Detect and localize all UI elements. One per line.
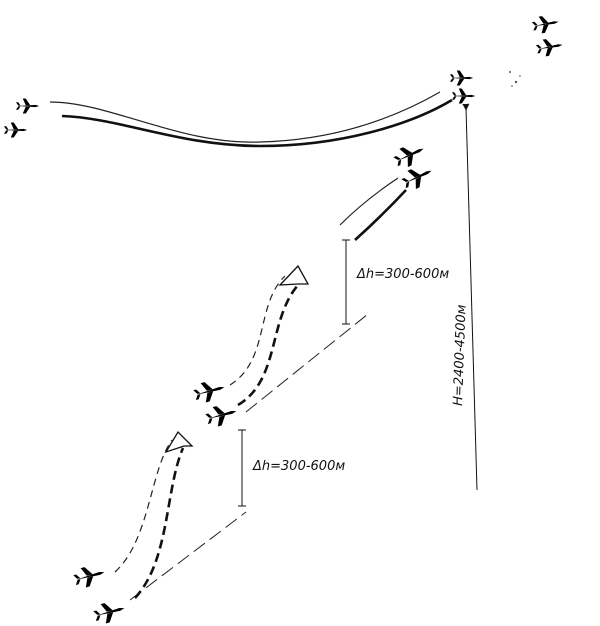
aircraft-icon: [191, 377, 228, 405]
climb-path-final-thin: [339, 177, 399, 226]
aircraft-icon: [4, 122, 28, 138]
climb-arrow-lower: [164, 430, 194, 454]
reference-line-lower: [129, 511, 247, 601]
level-path-thin: [49, 91, 441, 143]
climb-path-upper-thin: [229, 275, 286, 386]
total-height-label: H=2400-4500м: [451, 304, 470, 406]
climb-path-lower-thick: [134, 447, 185, 599]
aircraft-icon: [203, 401, 240, 429]
climb-path-upper-thick: [237, 284, 299, 407]
level-path-thick: [61, 98, 453, 148]
aircraft-icon: [71, 562, 108, 590]
aircraft-icon: [399, 161, 436, 193]
aircraft-icon: [531, 13, 561, 35]
climb-arrow-upper: [278, 264, 310, 286]
aircraft-icon: [450, 70, 474, 86]
aircraft-icon: [535, 36, 565, 58]
reference-line-upper: [245, 313, 369, 413]
climb-path-final-thick: [354, 189, 407, 241]
delta-h-upper-label: Δh=300-600м: [356, 267, 449, 282]
total-height-line: [462, 103, 478, 491]
aircraft-icon: [16, 98, 40, 114]
delta-h-lower-label: Δh=300-600м: [252, 459, 345, 474]
speck-marks: [509, 71, 521, 87]
aircraft-icon: [91, 598, 128, 626]
aircraft-icon: [452, 88, 476, 104]
climb-path-lower-thin: [114, 439, 173, 573]
aircraft-icon: [391, 139, 428, 171]
